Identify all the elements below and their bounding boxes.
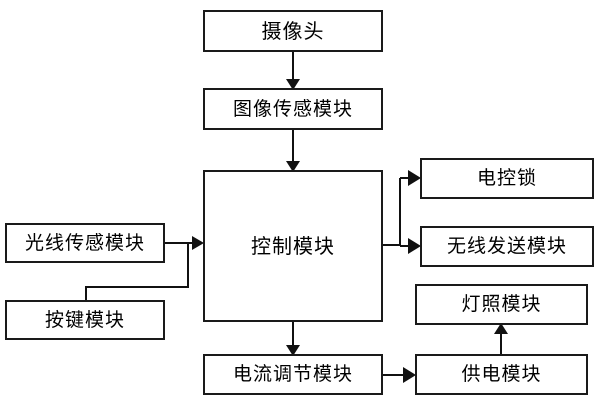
node-light-sensing-module[interactable]: 光线传感模块 (5, 223, 165, 263)
node-camera[interactable]: 摄像头 (203, 10, 383, 52)
node-camera-label: 摄像头 (261, 19, 325, 43)
node-lighting-module-label: 灯照模块 (461, 293, 542, 315)
node-light-sensing-module-label: 光线传感模块 (24, 231, 145, 254)
node-control-module[interactable]: 控制模块 (203, 170, 383, 322)
node-wireless-transmit-module[interactable]: 无线发送模块 (420, 226, 594, 267)
node-power-supply-module-label: 供电模块 (461, 363, 542, 385)
node-button-module[interactable]: 按键模块 (5, 300, 165, 340)
node-current-adjustment-module-label: 电流调节模块 (232, 363, 353, 385)
node-image-sensing-module-label: 图像传感模块 (232, 97, 353, 120)
edge-control-output-bus (383, 178, 401, 246)
node-lighting-module[interactable]: 灯照模块 (415, 284, 588, 325)
node-electric-lock-label: 电控锁 (476, 167, 537, 189)
node-control-module-label: 控制模块 (251, 234, 335, 258)
node-wireless-transmit-module-label: 无线发送模块 (446, 235, 567, 257)
node-button-module-label: 按键模块 (44, 308, 125, 331)
node-current-adjustment-module[interactable]: 电流调节模块 (203, 354, 383, 395)
node-electric-lock[interactable]: 电控锁 (420, 158, 594, 199)
node-power-supply-module[interactable]: 供电模块 (415, 354, 588, 395)
node-image-sensing-module[interactable]: 图像传感模块 (203, 88, 383, 130)
